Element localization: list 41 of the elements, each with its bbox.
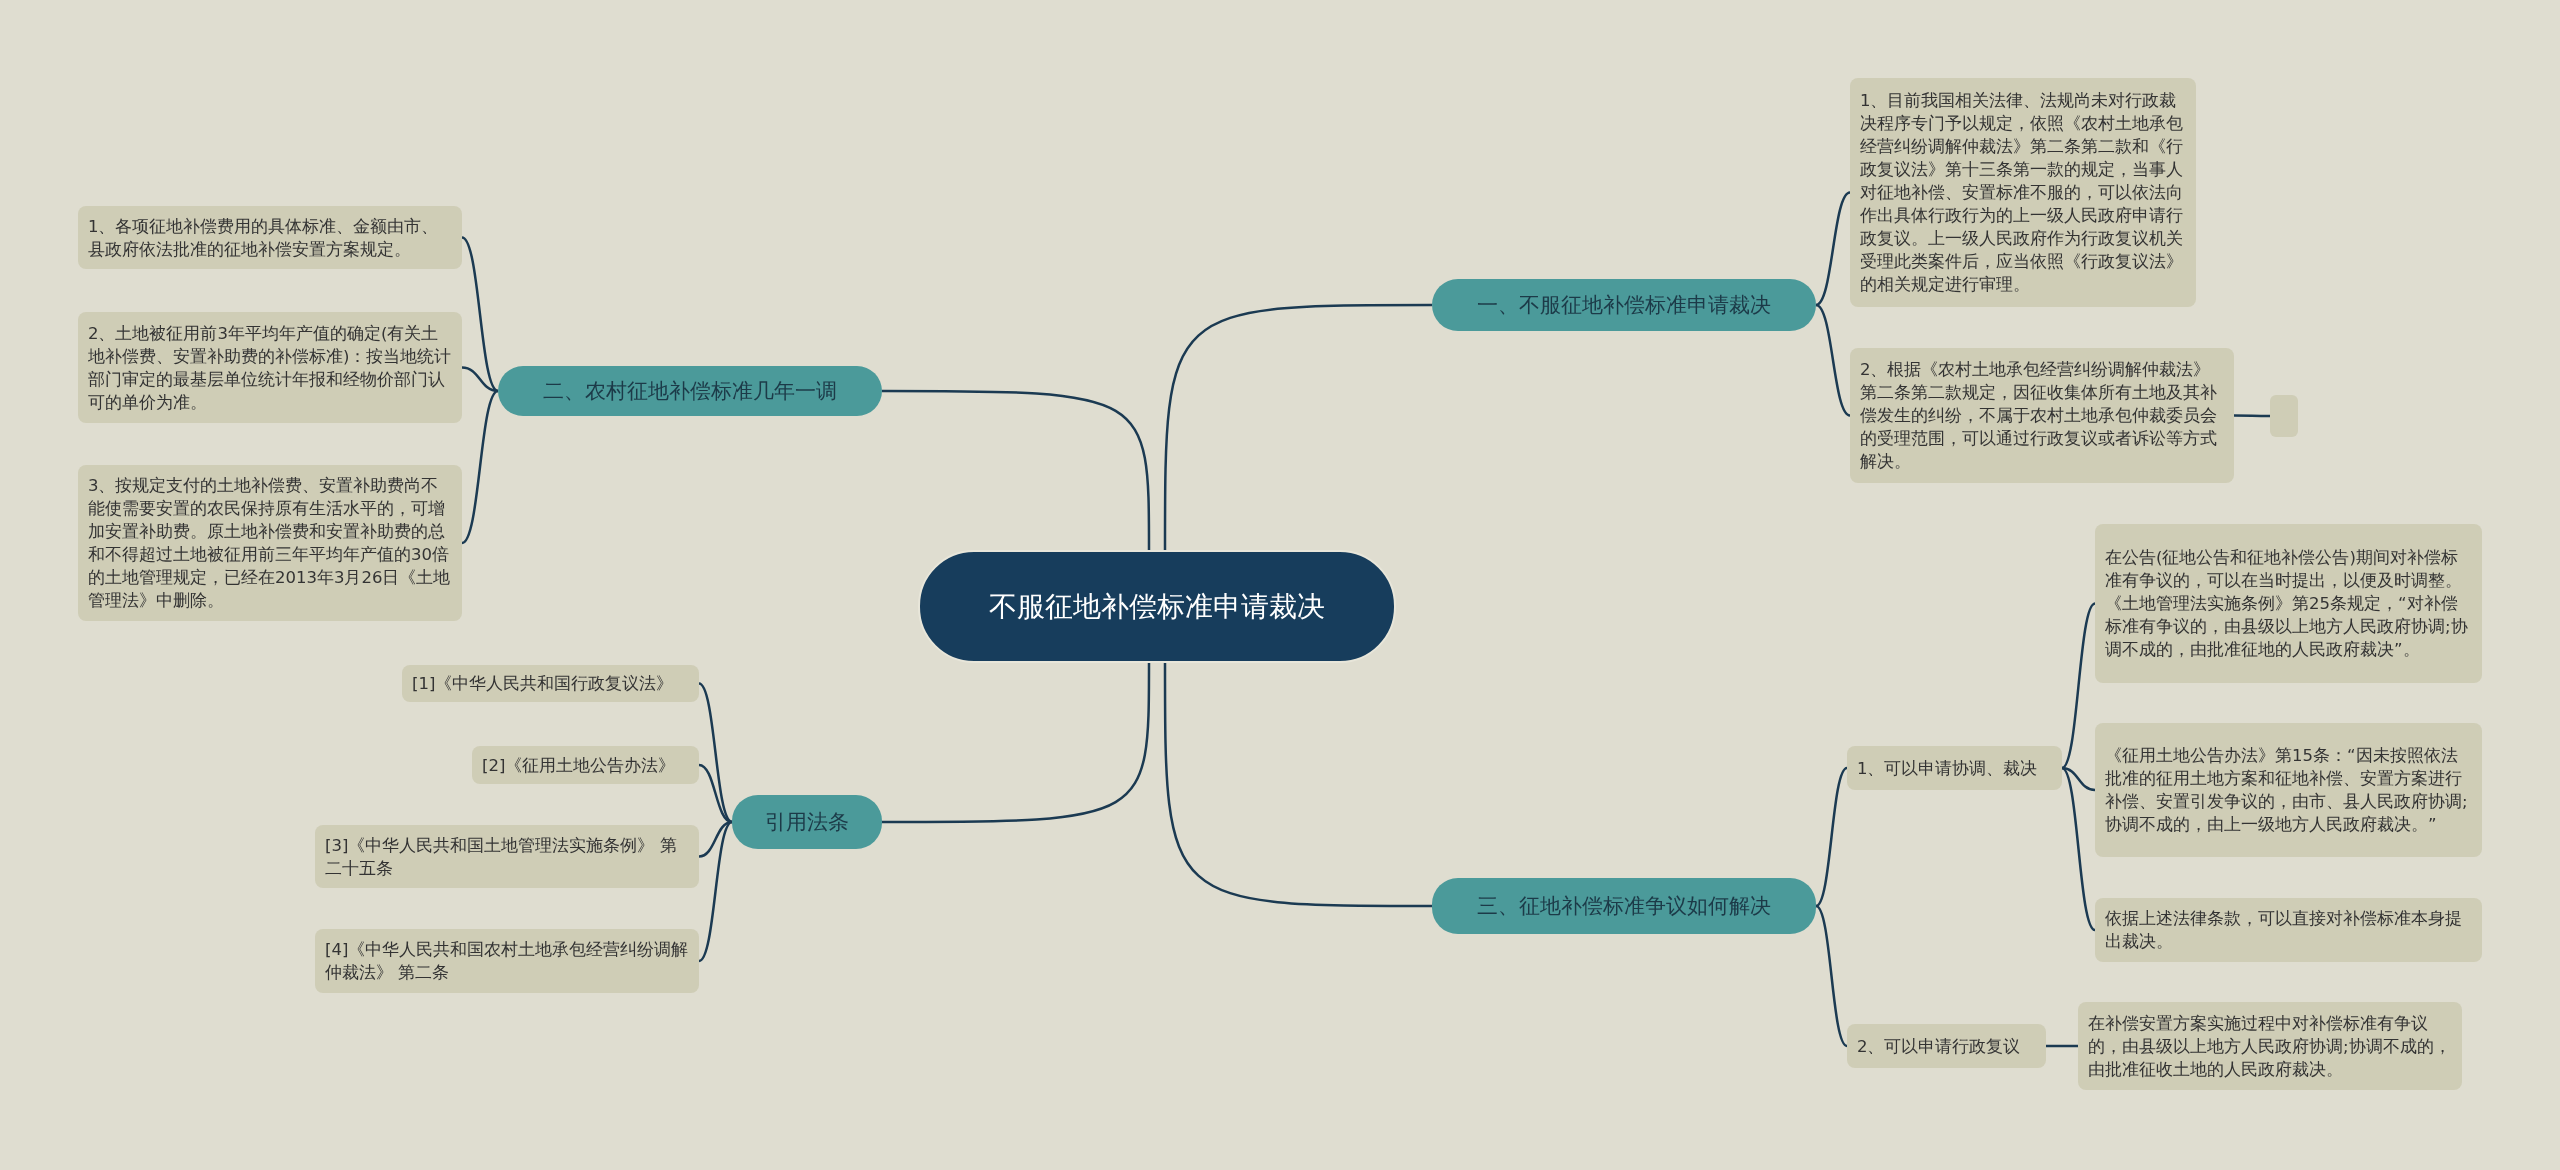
connector-line <box>2234 414 2270 418</box>
connector-line <box>698 820 733 858</box>
detail-card: [2]《征用土地公告办法》 <box>472 746 699 784</box>
connector-line <box>2061 766 2096 792</box>
detail-card: 在补偿安置方案实施过程中对补偿标准有争议的，由县级以上地方人民政府协调;协调不成的，由批准征收土地的人民政府裁决。 <box>2078 1002 2462 1090</box>
detail-card: 2、土地被征用前3年平均年产值的确定(有关土地补偿费、安置补助费的补偿标准)：按当地统计部门审定的最基层单位统计年报和经物价部门认可的单价为准。 <box>78 312 462 423</box>
detail-card: 1、各项征地补偿费用的具体标准、金额由市、县政府依法批准的征地补偿安置方案规定。 <box>78 206 462 269</box>
detail-card: [1]《中华人民共和国行政复议法》 <box>402 665 699 702</box>
connector-line <box>461 236 499 392</box>
branch-topic: 引用法条 <box>732 795 882 849</box>
connector-line <box>461 390 499 544</box>
connector-line <box>461 366 499 393</box>
connector-line <box>1163 303 1432 550</box>
detail-card: 《征用土地公告办法》第15条：“因未按照依法批准的征用土地方案和征地补偿、安置方案进行补偿、安置引发争议的，由市、县人民政府协调;协调不成的，由上一级地方人民政府裁决。” <box>2095 723 2482 857</box>
connector-line <box>882 389 1151 550</box>
connector-line <box>1815 767 1848 907</box>
detail-card: 3、按规定支付的土地补偿费、安置补助费尚不能使需要安置的农民保持原有生活水平的，可增加安置补助费。原土地补偿费和安置补助费的总和不得超过土地被征用前三年平均年产值的30倍的土地管理规定，已经在2013年3月26日《土地管理法》中删除。 <box>78 465 462 621</box>
connector-line <box>2046 1044 2078 1048</box>
connector-line <box>1815 905 1848 1047</box>
connector-line <box>698 821 733 962</box>
detail-card: 1、可以申请协调、裁决 <box>1847 746 2062 790</box>
detail-card: 2、根据《农村土地承包经营纠纷调解仲裁法》第二条第二款规定，因征收集体所有土地及其补偿发生的纠纷，不属于农村土地承包仲裁委员会的受理范围，可以通过行政复议或者诉讼等方式解决。 <box>1850 348 2234 483</box>
branch-topic: 三、征地补偿标准争议如何解决 <box>1432 878 1816 934</box>
detail-card: [4]《中华人民共和国农村土地承包经营纠纷调解仲裁法》 第二条 <box>315 929 699 993</box>
detail-card: 依据上述法律条款，可以直接对补偿标准本身提出裁决。 <box>2095 898 2482 962</box>
connector-line <box>2061 767 2096 931</box>
detail-card: 2、可以申请行政复议 <box>1847 1024 2046 1068</box>
detail-card: [3]《中华人民共和国土地管理法实施条例》 第二十五条 <box>315 825 699 888</box>
connector-line <box>1815 303 1851 417</box>
branch-topic: 二、农村征地补偿标准几年一调 <box>498 366 882 416</box>
branch-topic: 一、不服征地补偿标准申请裁决 <box>1432 279 1816 331</box>
connector-line <box>1163 663 1432 908</box>
connector-line <box>882 663 1151 824</box>
detail-card: 1、目前我国相关法律、法规尚未对行政裁决程序专门予以规定，依照《农村土地承包经营纠纷调解仲裁法》第二条第二款和《行政复议法》第十三条第一款的规定，当事人对征地补偿、安置标准不服的，可以依法向作出具体行政行为的上一级人民政府申请行政复议。上一级人民政府作为行政复议机关受理此类案件后，应当依照《行政复议法》的相关规定进行审理。 <box>1850 78 2196 307</box>
central-topic: 不服征地补偿标准申请裁决 <box>918 550 1396 663</box>
connector-line <box>698 763 733 824</box>
connector-line <box>698 682 733 823</box>
connector-line <box>2061 602 2096 769</box>
empty-box <box>2270 395 2298 437</box>
detail-card: 在公告(征地公告和征地补偿公告)期间对补偿标准有争议的，可以在当时提出，以便及时调整。《土地管理法实施条例》第25条规定，“对补偿标准有争议的，由县级以上地方人民政府协调;协调不成的，由批准征地的人民政府裁决”。 <box>2095 524 2482 683</box>
connector-line <box>1815 191 1851 307</box>
